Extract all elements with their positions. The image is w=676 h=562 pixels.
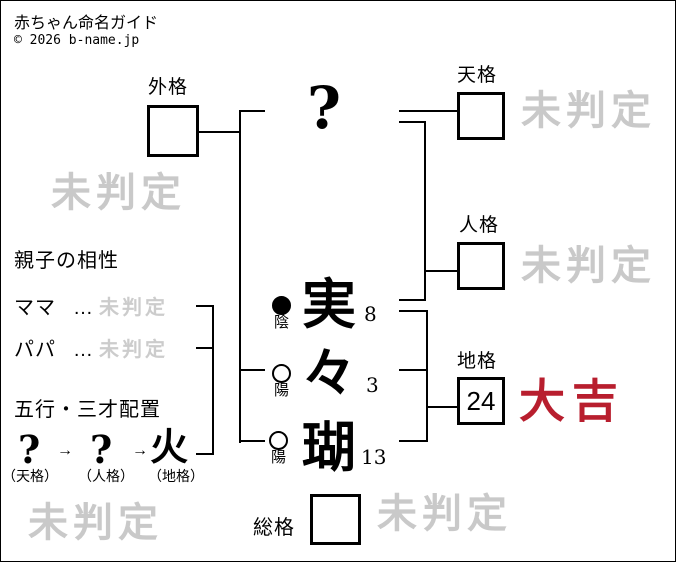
- name-char-1: 実: [302, 272, 356, 336]
- line-compat-papa: [196, 347, 214, 349]
- surname-placeholder: ?: [307, 74, 341, 142]
- line-jinkaku-vertical: [424, 121, 426, 301]
- gogyo-caption-chikaku: （地格）: [148, 468, 204, 484]
- compat-mama-label: ママ: [14, 297, 56, 319]
- inyo-dot-char2: [272, 364, 291, 383]
- line-tick-char2: [239, 369, 265, 371]
- line-chikaku-box: [426, 406, 457, 408]
- soukaku-result-watermark: 未判定: [377, 490, 512, 537]
- compat-mama-dots: …: [73, 297, 94, 319]
- line-compat-gogyo: [196, 453, 214, 455]
- chikaku-box: 24: [457, 377, 505, 425]
- line-chikaku-char1: [399, 310, 428, 312]
- inyo-dot-char3: [269, 431, 288, 450]
- gogyo-arrow-1: →: [57, 442, 73, 459]
- soukaku-box: [310, 494, 361, 545]
- gogyo-caption-jinkaku: （人格）: [78, 468, 134, 484]
- line-chikaku-char2: [399, 369, 428, 371]
- stroke-count-char1: 8: [364, 302, 377, 326]
- chikaku-value: 24: [466, 385, 496, 416]
- line-compat-vertical: [212, 305, 214, 455]
- inyo-dot-char1: [272, 296, 291, 315]
- stroke-count-char2: 3: [366, 373, 379, 397]
- name-char-2: 々: [302, 341, 356, 405]
- line-left-vertical: [239, 110, 241, 443]
- compat-papa-label: パパ: [14, 339, 56, 361]
- bottom-left-watermark: 未判定: [28, 499, 163, 546]
- inyo-label-char1: 陰: [274, 314, 290, 331]
- line-chikaku-char3: [399, 440, 428, 442]
- stroke-count-char3: 13: [361, 445, 387, 469]
- sotokaku-label: 外格: [148, 77, 189, 98]
- gogyo-arrow-2: →: [132, 442, 148, 459]
- sotokaku-result-watermark: 未判定: [51, 169, 186, 216]
- line-jinkaku-top: [399, 121, 426, 123]
- inyo-label-char3: 陽: [271, 449, 287, 466]
- line-compat-mama: [196, 305, 214, 307]
- tenkaku-result-watermark: 未判定: [521, 87, 656, 134]
- soukaku-label: 総格: [253, 517, 295, 539]
- copyright-text: © 2026 b-name.jp: [14, 33, 140, 48]
- line-tick-char3: [239, 440, 265, 442]
- jinkaku-result-watermark: 未判定: [521, 242, 656, 289]
- tenkaku-box: [457, 92, 505, 140]
- jinkaku-box: [457, 242, 505, 290]
- tenkaku-label: 天格: [457, 65, 498, 86]
- gogyo-element-jinkaku: ?: [90, 427, 113, 472]
- compat-mama-result: 未判定: [99, 295, 168, 319]
- line-sotokaku: [199, 131, 240, 133]
- compat-papa-dots: …: [73, 339, 94, 361]
- line-tenkaku: [399, 110, 457, 112]
- page-title: 赤ちゃん命名ガイド: [14, 15, 159, 32]
- name-char-3: 瑚: [302, 415, 356, 479]
- line-tick-surname: [239, 110, 265, 112]
- compat-papa-result: 未判定: [99, 337, 168, 361]
- gogyo-caption-tenkaku: （天格）: [2, 468, 58, 484]
- sotokaku-box: [147, 105, 199, 157]
- jinkaku-label: 人格: [459, 215, 500, 236]
- line-jinkaku-char1: [399, 299, 426, 301]
- inyo-label-char2: 陽: [274, 382, 290, 399]
- chikaku-result-luck: 大吉: [519, 374, 625, 428]
- chikaku-label: 地格: [457, 351, 498, 372]
- gogyo-element-chikaku: 火: [150, 424, 189, 469]
- line-chikaku-vertical: [426, 310, 428, 442]
- gogyo-heading: 五行・三才配置: [14, 399, 161, 421]
- compat-heading: 親子の相性: [14, 250, 119, 272]
- gogyo-element-tenkaku: ?: [18, 427, 41, 472]
- line-jinkaku-box: [424, 270, 457, 272]
